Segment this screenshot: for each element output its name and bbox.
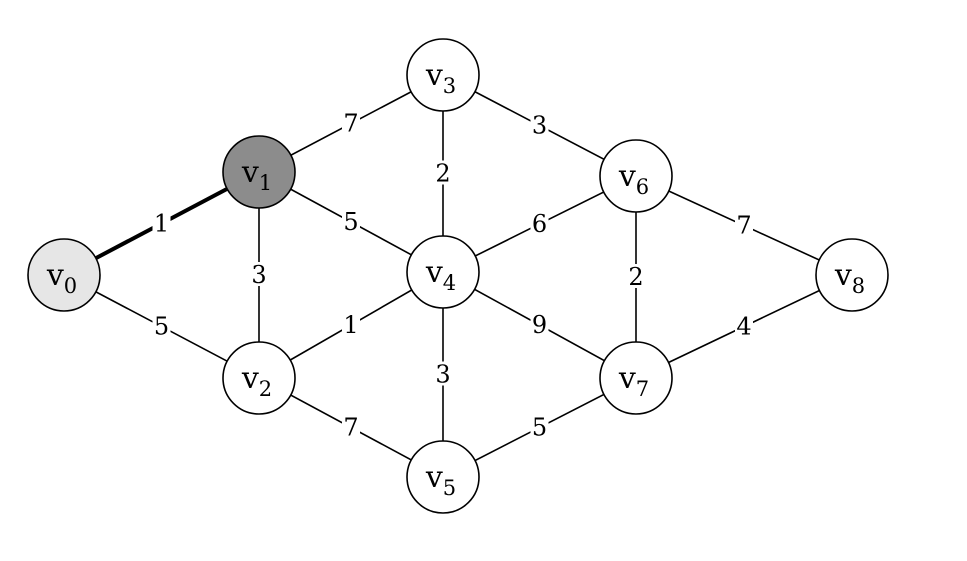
edge-weight-v4-v6: 6 (532, 210, 547, 238)
node-circle (222, 341, 296, 415)
node-label: v1 (241, 155, 272, 195)
node-label: v5 (425, 460, 456, 500)
node-label: v0 (46, 258, 77, 298)
node-label: v2 (241, 361, 272, 401)
edge-weight-v2-v5: 7 (343, 414, 358, 442)
edge-weight-bg (152, 313, 171, 338)
node-circle (599, 139, 673, 213)
node-label: v3 (425, 58, 456, 98)
node-v4: v4 (406, 235, 480, 309)
node-label: v6 (618, 159, 649, 199)
edge-weight-bg (342, 414, 360, 439)
edge-weight-bg (250, 262, 268, 286)
node-circle (599, 341, 673, 415)
edge-weight-v6-v8: 7 (736, 212, 751, 240)
edge-weight-bg (342, 312, 360, 336)
nodes-layer: v0 v1 v2 v3 v4 v5 v6 v7 v8 (27, 38, 889, 514)
node-v2: v2 (222, 341, 296, 415)
edge-weight-bg (530, 312, 549, 336)
edge-weight-bg (627, 264, 645, 288)
edge-weight-bg (530, 112, 549, 137)
node-circle (27, 238, 101, 312)
node-v7: v7 (599, 341, 673, 415)
node-label: v8 (834, 258, 865, 298)
node-circle (406, 235, 480, 309)
node-v6: v6 (599, 139, 673, 213)
node-v3: v3 (406, 38, 480, 112)
edge-weight-v3-v6: 3 (532, 112, 547, 140)
node-circle (815, 238, 889, 312)
edge-weight-v0-v1: 1 (154, 210, 169, 238)
node-v8: v8 (815, 238, 889, 312)
edge-weight-bg (342, 110, 360, 135)
edge-weight-v2-v4: 1 (343, 311, 358, 339)
edge-weight-bg (342, 209, 360, 233)
edge-weight-v1-v3: 7 (343, 110, 358, 138)
edge-weight-bg (434, 361, 452, 386)
edge-weight-v1-v2: 3 (251, 261, 266, 289)
node-circle (406, 38, 480, 112)
edge-weight-v5-v7: 5 (532, 414, 547, 442)
node-v0: v0 (27, 238, 101, 312)
node-circle (222, 135, 296, 209)
node-v1: v1 (222, 135, 296, 209)
edge-weight-bg (530, 414, 549, 439)
edge-weight-bg (152, 210, 171, 235)
edge-weights-layer: 1 5 7 3 5 2 3 1 7 6 3 9 2 7 4 5 (152, 110, 753, 442)
edge-weight-v6-v7: 2 (628, 263, 643, 291)
edge-weight-v4-v7: 9 (532, 311, 547, 339)
edge-weight-v1-v4: 5 (343, 208, 358, 236)
node-label: v7 (618, 361, 649, 401)
edge-weight-bg (735, 212, 753, 237)
edge-weight-v0-v2: 5 (154, 313, 169, 341)
edge-weight-v4-v5: 3 (435, 361, 450, 389)
edge-weight-v7-v8: 4 (736, 313, 751, 341)
edge-weight-bg (530, 211, 549, 235)
node-label: v4 (425, 255, 456, 295)
node-circle (406, 440, 480, 514)
edge-weight-bg (735, 313, 753, 338)
edge-weight-bg (434, 160, 452, 185)
edge-weight-v3-v4: 2 (435, 160, 450, 188)
node-v5: v5 (406, 440, 480, 514)
